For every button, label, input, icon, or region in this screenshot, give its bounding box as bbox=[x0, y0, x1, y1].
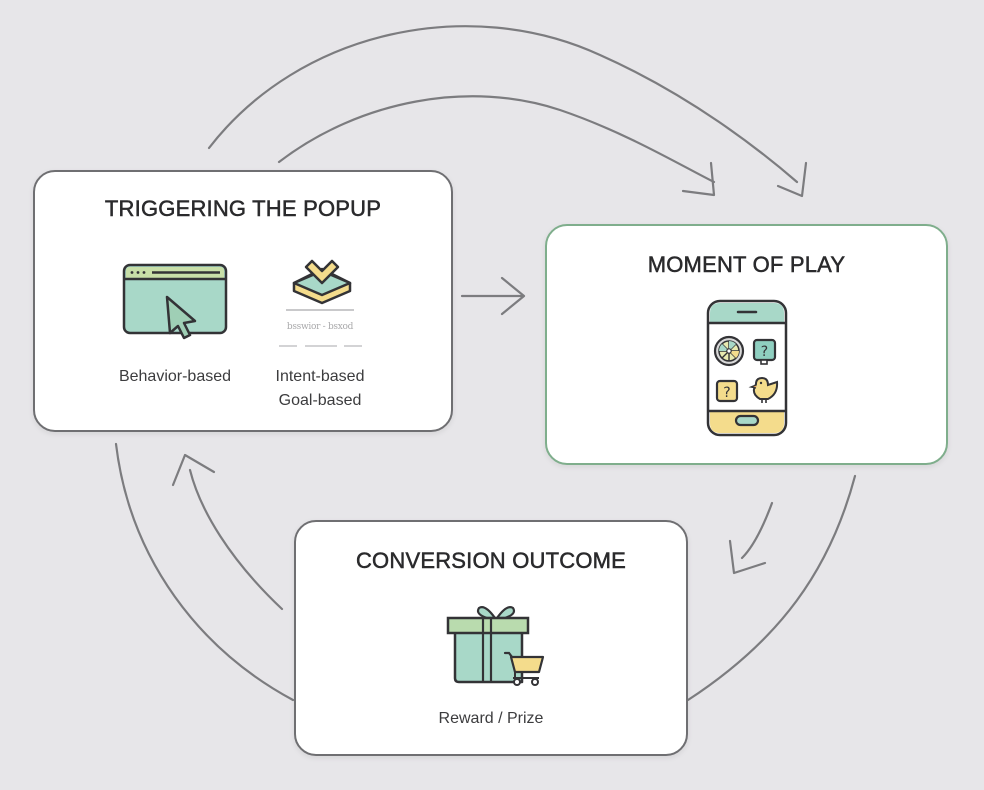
label-goal-based: Goal-based bbox=[278, 392, 362, 409]
arrow-conversion-to-trigger-inner bbox=[188, 468, 284, 611]
intent-divider-dash-1 bbox=[279, 345, 297, 347]
chick-icon bbox=[748, 376, 779, 403]
arrow-play-to-conversion-inner bbox=[740, 501, 774, 560]
card-title: TRIGGERING THE POPUP bbox=[104, 196, 382, 222]
arrow-trigger-to-play-outer bbox=[207, 25, 799, 184]
label-intent-based: Intent-based bbox=[275, 368, 365, 385]
intent-faint-caption: bsswior - bsxod bbox=[286, 322, 354, 332]
intent-divider-dash-2 bbox=[305, 345, 337, 347]
phone-games-icon: ? ? bbox=[706, 299, 788, 437]
intent-divider-dash-3 bbox=[344, 345, 362, 347]
mystery-box-yellow-icon: ? bbox=[715, 379, 739, 403]
card-moment-of-play: MOMENT OF PLAY ? ? bbox=[545, 224, 948, 465]
card-triggering-the-popup: TRIGGERING THE POPUP bsswior - bsxod Beh… bbox=[33, 170, 453, 432]
browser-cursor-icon bbox=[122, 263, 228, 340]
svg-text:?: ? bbox=[723, 385, 730, 401]
arrow-conversion-to-trigger-outer bbox=[114, 442, 295, 702]
gift-cart-icon bbox=[446, 606, 545, 686]
arrowhead-straight bbox=[500, 276, 526, 316]
prize-wheel-icon bbox=[713, 335, 745, 367]
card-conversion-outcome: CONVERSION OUTCOME Reward / Prize bbox=[294, 520, 688, 756]
arrow-trigger-to-play-inner bbox=[277, 95, 716, 184]
shopping-cart-icon bbox=[503, 651, 545, 686]
intent-box-icon bbox=[292, 259, 352, 305]
arrowhead-inner-top bbox=[681, 161, 716, 197]
svg-text:?: ? bbox=[761, 344, 768, 360]
arrowhead-outer-top bbox=[776, 161, 808, 198]
card-title: MOMENT OF PLAY bbox=[647, 252, 846, 278]
arrow-play-to-conversion-outer bbox=[686, 474, 857, 702]
card-title: CONVERSION OUTCOME bbox=[355, 548, 627, 574]
label-reward-prize: Reward / Prize bbox=[438, 710, 544, 727]
label-behavior-based: Behavior-based bbox=[118, 368, 232, 385]
arrowhead-right-inner bbox=[728, 539, 767, 575]
intent-divider-top bbox=[286, 309, 354, 311]
mystery-box-teal-icon: ? bbox=[752, 338, 777, 365]
arrowhead-left-inner bbox=[171, 453, 216, 487]
